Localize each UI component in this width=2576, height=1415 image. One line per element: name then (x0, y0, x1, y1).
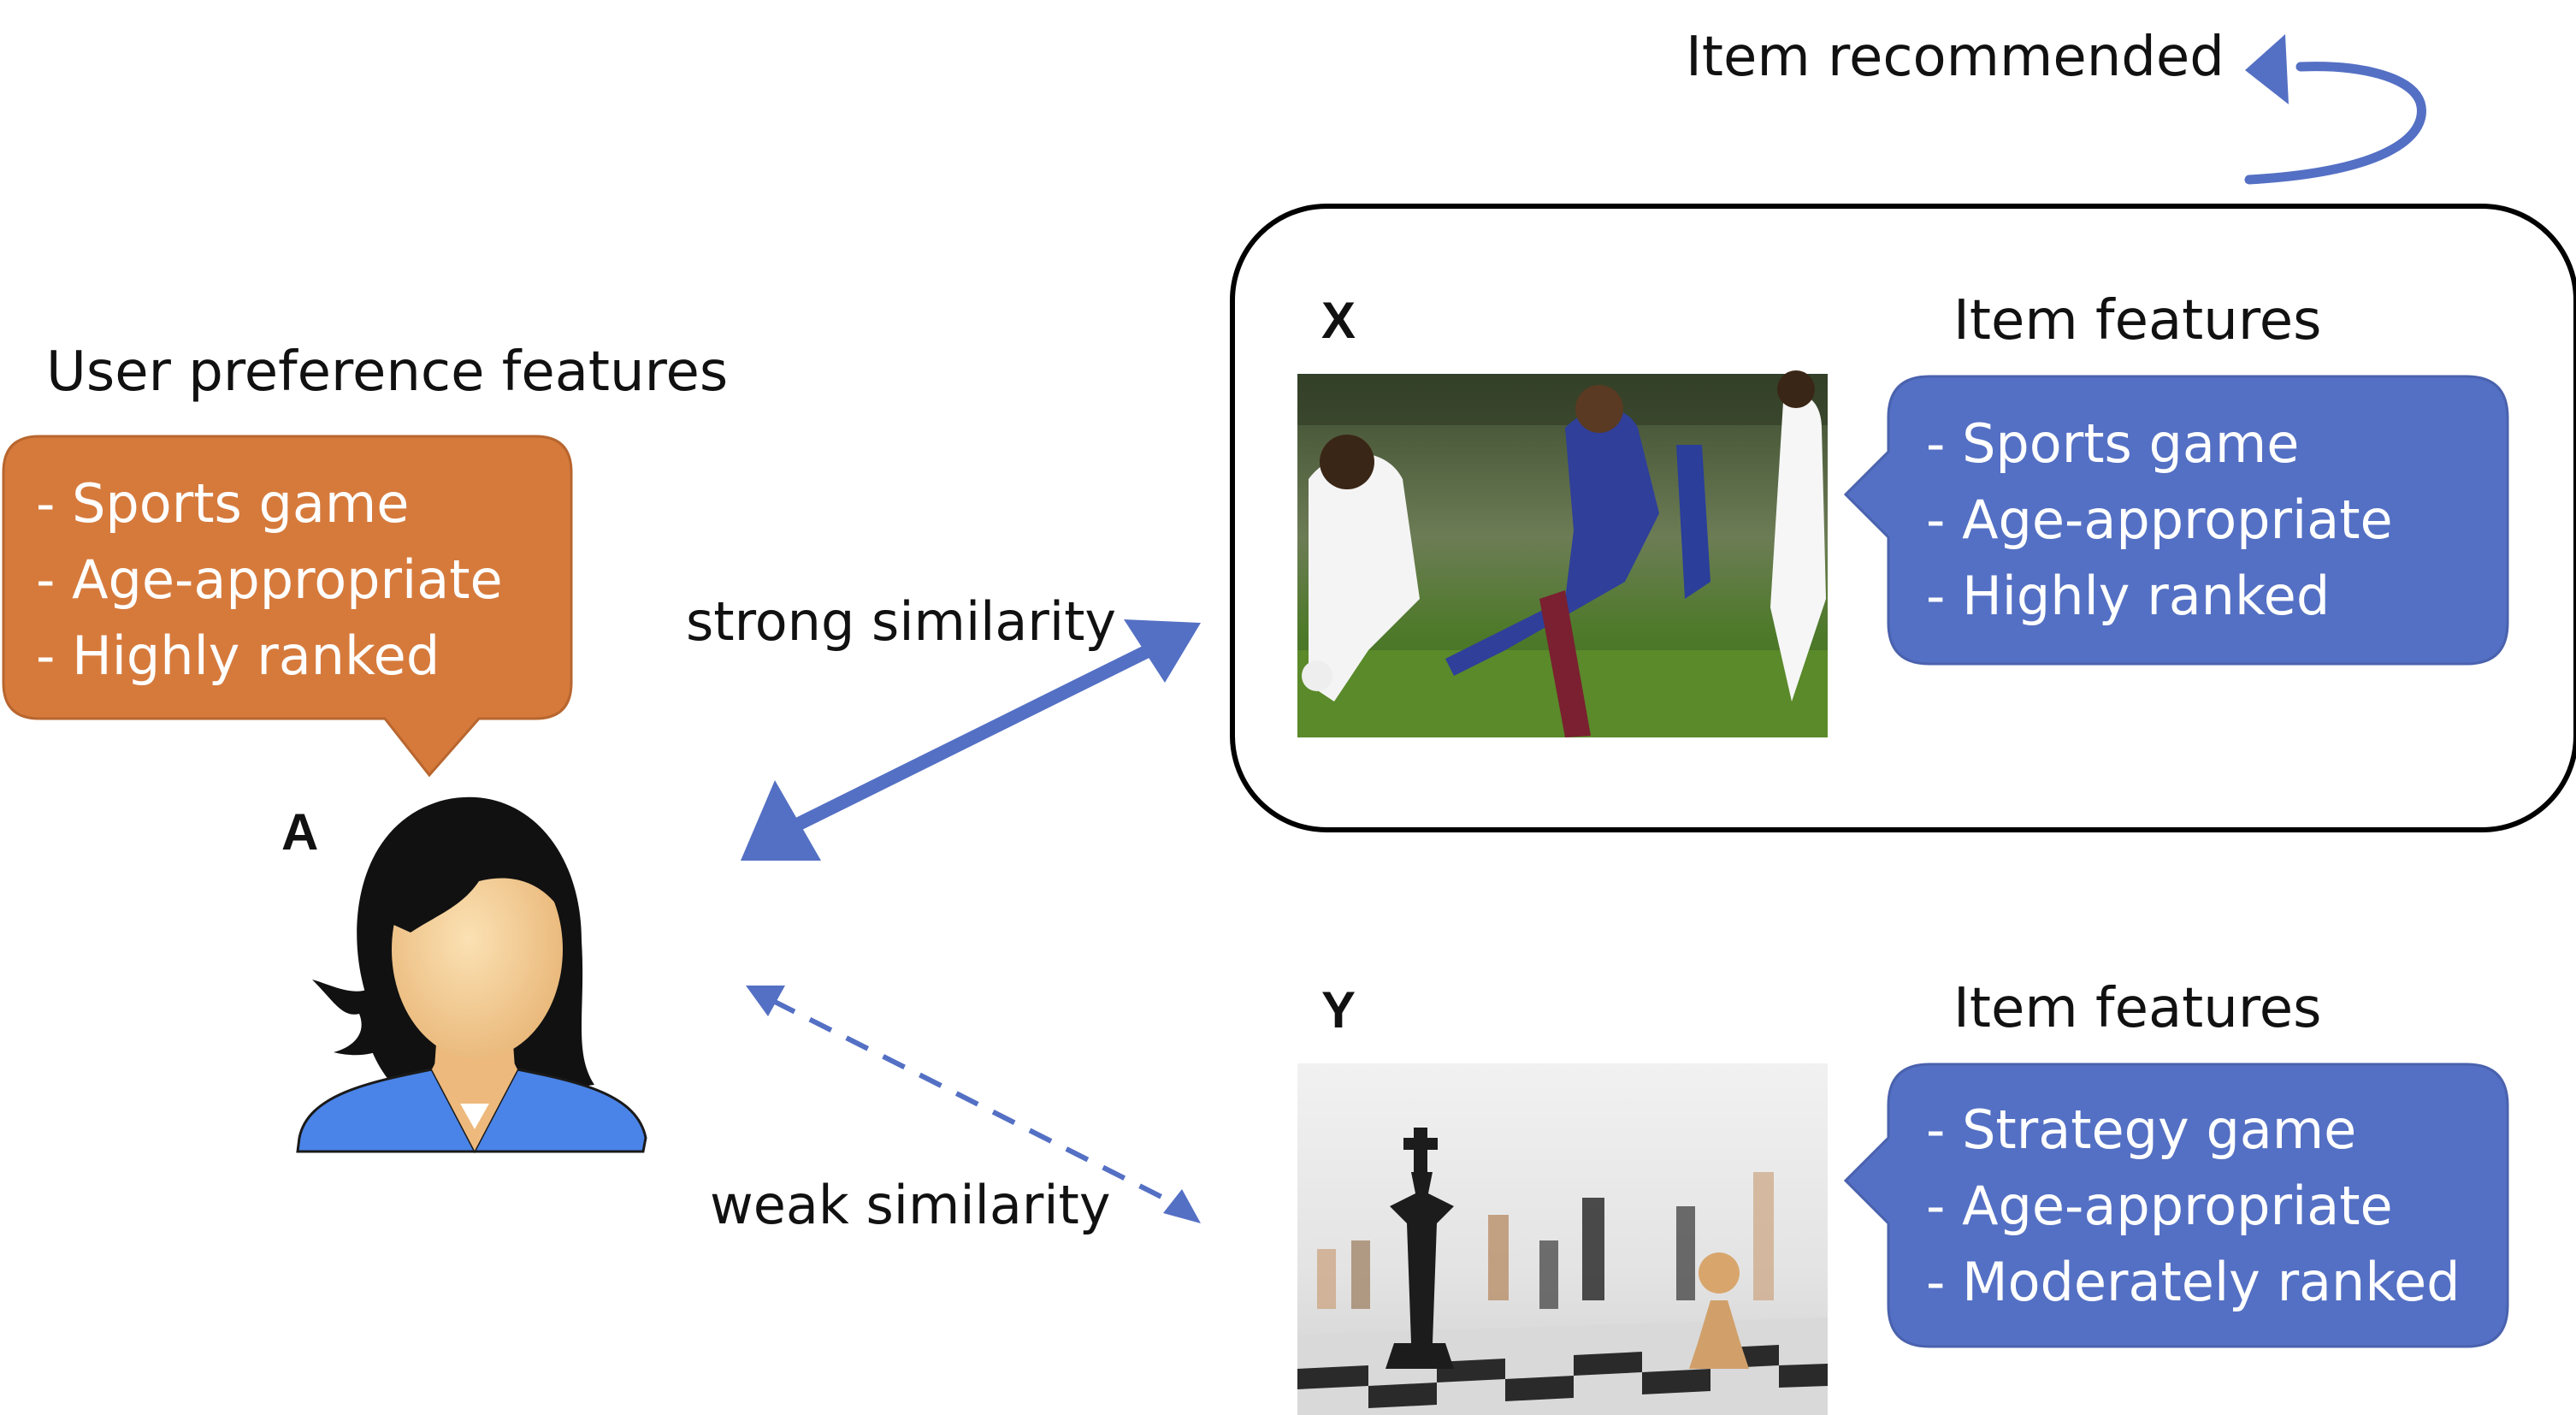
item-x-features-bubble (1843, 375, 2509, 666)
user-letter-a: A (281, 803, 319, 861)
item-x-feature-item: - Sports game (1926, 412, 2300, 475)
recommended-item-box (1230, 204, 2576, 832)
item-y-image (1297, 1063, 1828, 1415)
strong-similarity-arrow (741, 619, 1201, 861)
item-x-feature-item: - Age-appropriate (1926, 488, 2393, 551)
item-x-features-title: Item features (1953, 289, 2322, 352)
item-x-feature-list: - Sports game - Age-appropriate - Highly… (1926, 406, 2393, 634)
item-x-feature-item: - Highly ranked (1926, 565, 2331, 627)
item-y-feature-item: - Strategy game (1926, 1098, 2357, 1161)
item-y-features-bubble (1843, 1063, 2509, 1348)
user-feature-list: - Sports game - Age-appropriate - Highly… (36, 465, 503, 694)
item-y-letter: Y (1321, 981, 1356, 1039)
user-preference-bubble (2, 435, 573, 778)
item-y-features-title: Item features (1953, 977, 2322, 1040)
item-recommended-label: Item recommended (1686, 26, 2224, 89)
item-x-image (1297, 370, 1828, 737)
user-avatar (296, 796, 647, 1154)
weak-similarity-label: weak similarity (710, 1174, 1111, 1236)
weak-similarity-arrow (746, 986, 1201, 1223)
recommended-arrow (2244, 34, 2426, 185)
item-y-feature-item: - Age-appropriate (1926, 1175, 2393, 1237)
strong-similarity-label: strong similarity (686, 590, 1117, 653)
user-feature-item: - Highly ranked (36, 625, 440, 687)
user-preference-title: User preference features (46, 340, 729, 404)
item-y-feature-list: - Strategy game - Age-appropriate - Mode… (1926, 1092, 2461, 1320)
item-y-feature-item: - Moderately ranked (1926, 1251, 2461, 1313)
user-feature-item: - Sports game (36, 472, 410, 535)
item-x-letter: X (1321, 292, 1356, 349)
user-feature-item: - Age-appropriate (36, 548, 503, 611)
